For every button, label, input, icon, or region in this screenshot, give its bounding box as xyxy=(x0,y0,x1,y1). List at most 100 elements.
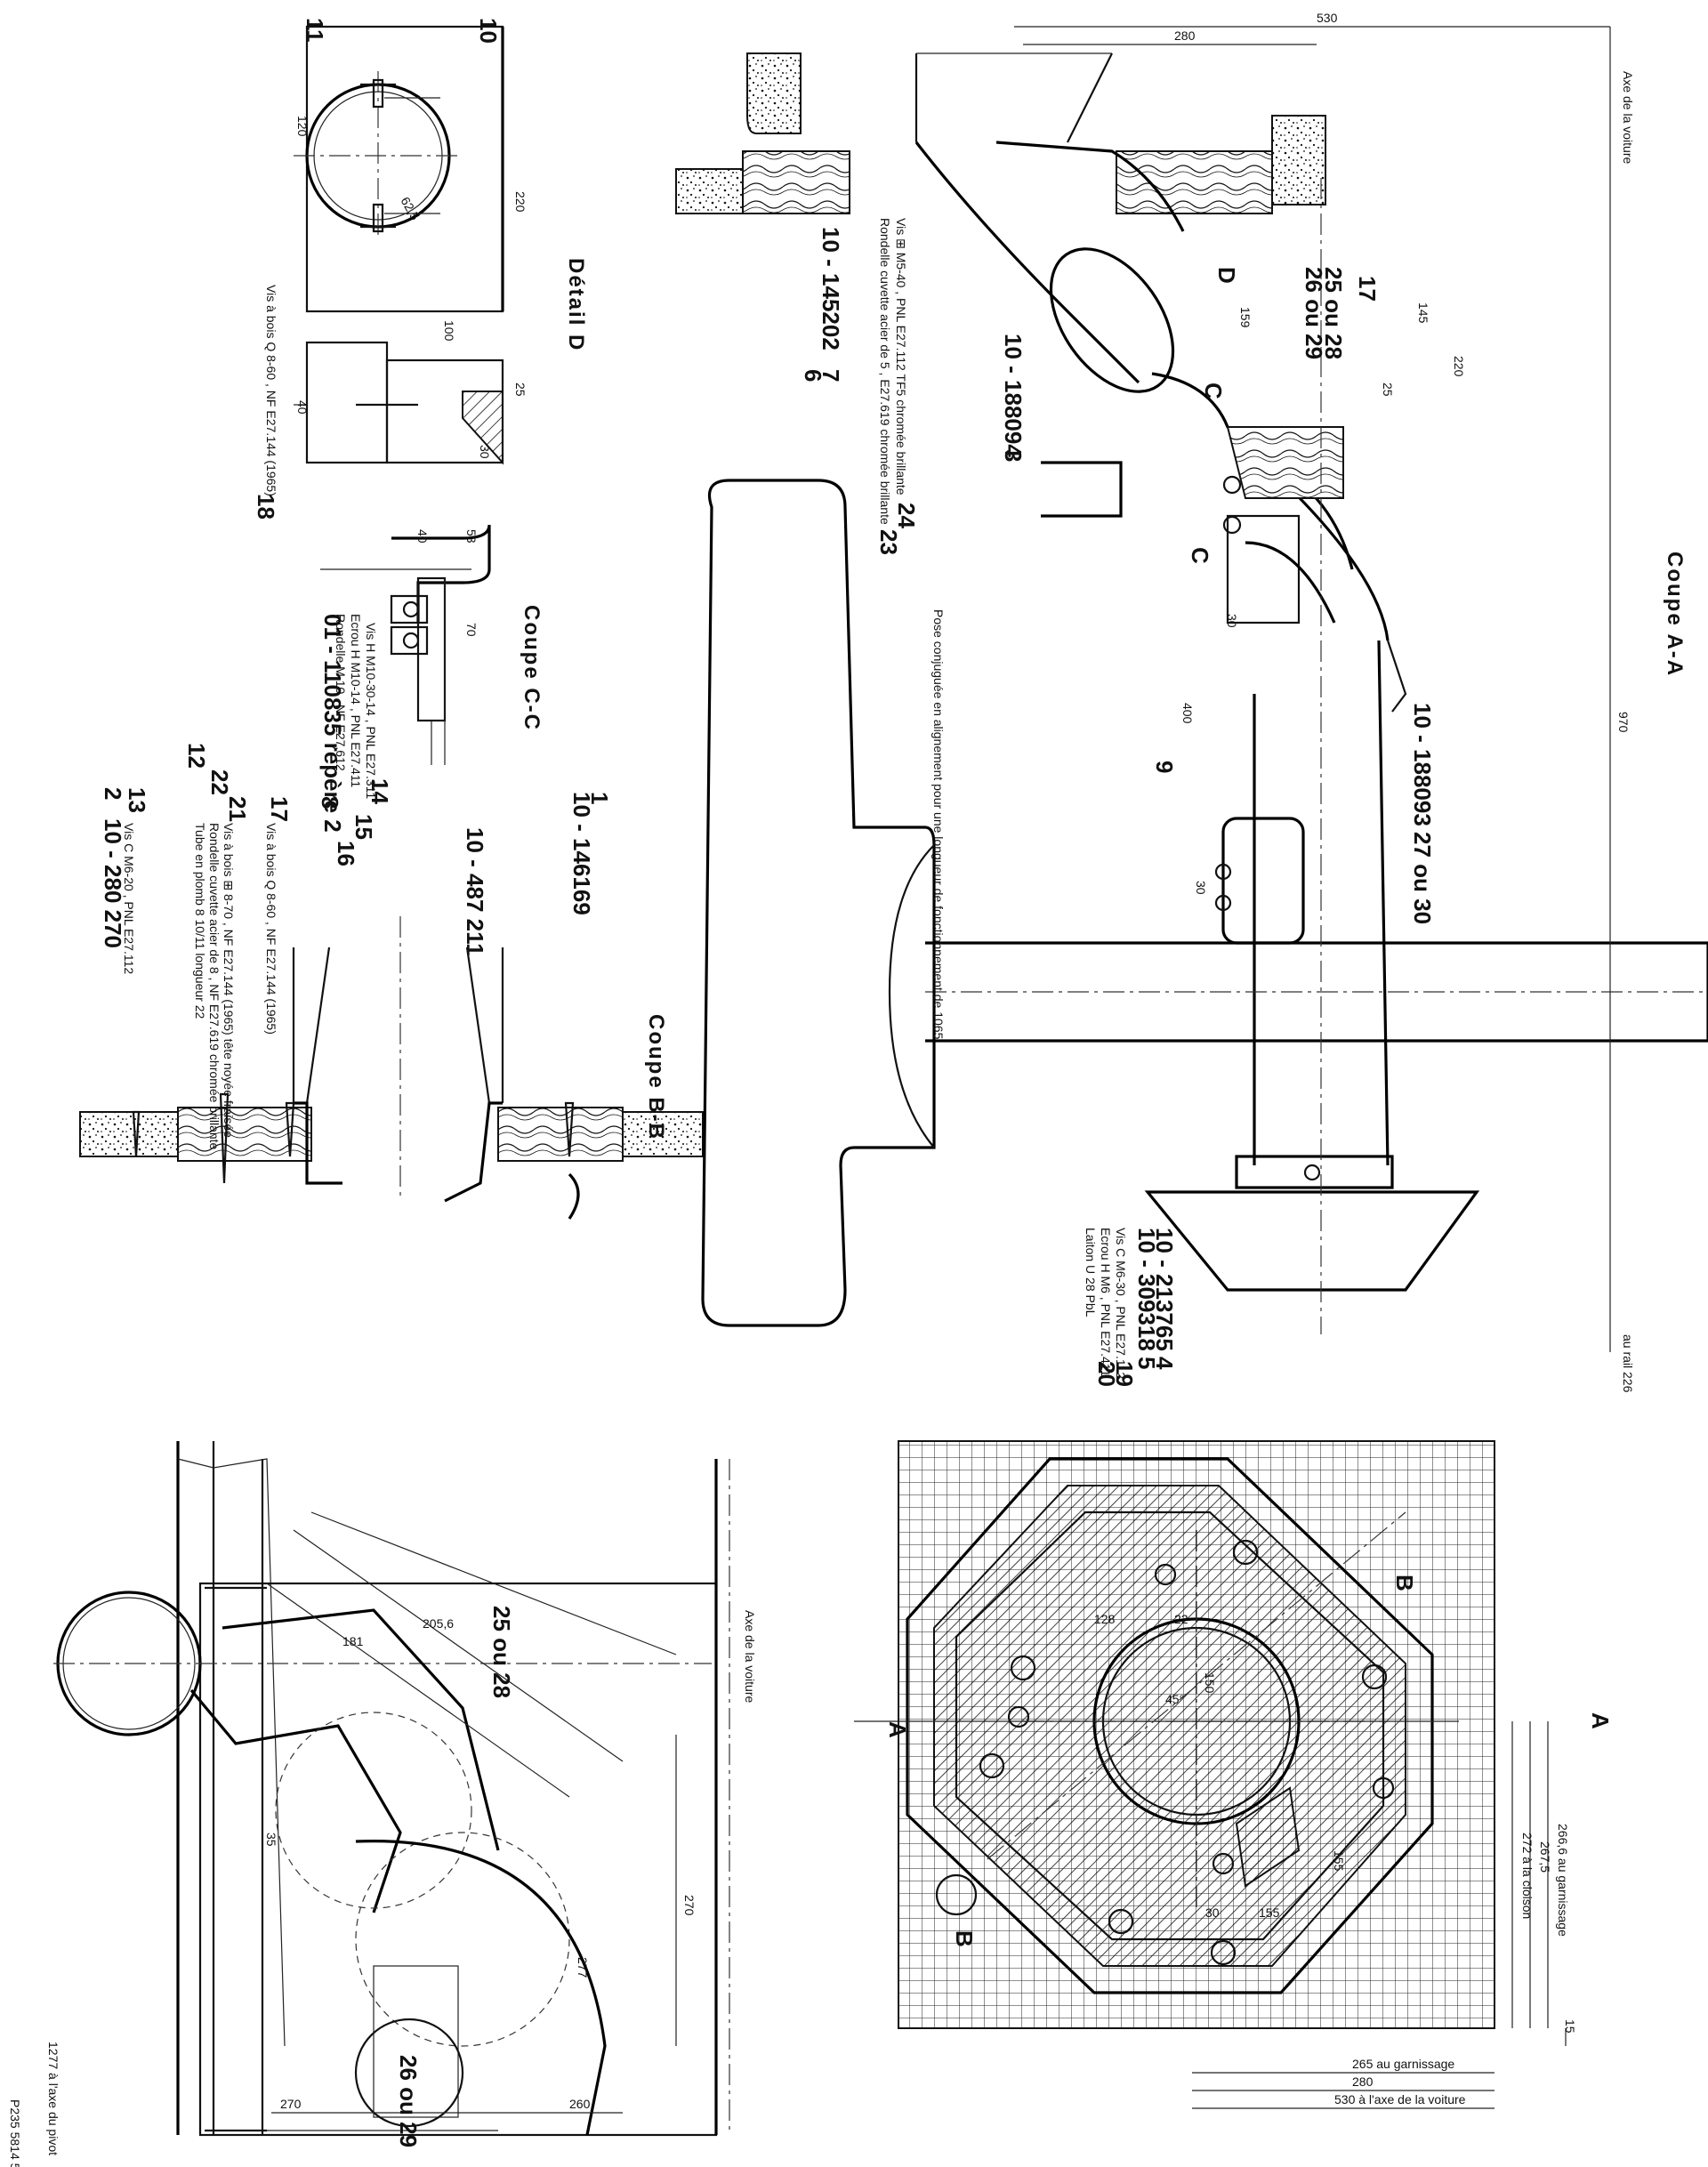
dim-260: 260 xyxy=(569,2097,591,2111)
note-tube-22: Tube en plomb 8 10/11 longueur 22 xyxy=(193,823,207,1019)
item-number-18: 18 xyxy=(253,494,279,520)
axe-voiture-top: Axe de la voiture xyxy=(1621,71,1635,164)
item-number-9: 9 xyxy=(1151,761,1178,773)
item-number-20: 20 xyxy=(1093,1361,1120,1387)
coupe-cc-title: Coupe C-C xyxy=(520,605,544,731)
item-number-23: 23 xyxy=(875,529,902,555)
note-vis-c-m6-30: Vis C M6-30 , PNL E27.112 xyxy=(1114,1228,1128,1379)
section-marker-c: C xyxy=(1200,383,1227,399)
item-number-22: 22 xyxy=(206,769,233,795)
note-rondelle-m5: Rondelle cuvette acier de 5 , E27.619 ch… xyxy=(878,218,892,525)
item-number-1: 1 xyxy=(586,792,613,804)
dim-40-cc: 40 xyxy=(415,529,430,544)
dim-150: 150 xyxy=(1203,1672,1217,1694)
item-number-11: 11 xyxy=(302,18,328,43)
item-number-6: 6 xyxy=(800,369,826,382)
item-number-21: 21 xyxy=(224,796,251,822)
item-number-24: 24 xyxy=(893,503,920,528)
dim-100: 100 xyxy=(442,320,456,342)
section-marker-a-right: A xyxy=(1587,1712,1614,1729)
dim-530: 530 xyxy=(1317,11,1338,25)
part-10-146169: 10 - 146169 xyxy=(568,792,595,915)
item-number-25-28-aa: 25 ou 28 xyxy=(1320,267,1347,359)
item-number-14: 14 xyxy=(367,778,393,804)
item-number-3: 3 xyxy=(1000,449,1027,462)
item-number-26-29-plan: 26 ou 29 xyxy=(395,2055,422,2147)
dim-145: 145 xyxy=(1416,302,1430,324)
dim-15: 15 xyxy=(1563,2019,1577,2034)
dim-128: 128 xyxy=(1094,1612,1116,1626)
note-vis-m5: Vis ⊞ M5-40 , PNL E27.112 TF5 chromée br… xyxy=(894,218,908,495)
item-number-17-bb: 17 xyxy=(266,796,293,822)
section-marker-b-top: B xyxy=(1391,1575,1418,1591)
part-10-188094: 10 - 188094 xyxy=(1000,334,1027,457)
part-10-188093: 10 - 188093 xyxy=(1409,703,1436,826)
item-number-17-aa: 17 xyxy=(1354,276,1381,302)
dim-277: 277 xyxy=(576,1957,590,1978)
item-number-25-28-plan: 25 ou 28 xyxy=(488,1606,515,1698)
coupe-aa-view xyxy=(675,26,1708,1352)
dim-280-bottom: 280 xyxy=(1352,2074,1374,2089)
note-vis-c-m6: Vis C M6-20 , PNL E27.112 xyxy=(122,823,136,974)
garnissage-265: 265 au garnissage xyxy=(1352,2057,1454,2071)
axe-530: 530 à l'axe de la voiture xyxy=(1334,2092,1466,2107)
dim-270-b: 270 xyxy=(280,2097,302,2111)
part-01-110835: 01 - 110835 repère 2 xyxy=(319,614,346,833)
detail-d-view xyxy=(294,25,504,465)
coupe-cc-view xyxy=(320,524,491,765)
part-10-309318: 10 - 309318 xyxy=(1133,1228,1160,1351)
item-number-10: 10 xyxy=(475,18,502,44)
dim-280: 280 xyxy=(1174,28,1196,43)
note-rondelle-21: Rondelle cuvette acier de 8 , NF E27.619… xyxy=(207,823,222,1150)
note-vis-bois-detail-d: Vis à bois Q 8-60 , NF E27.144 (1965) xyxy=(264,285,278,496)
item-number-16: 16 xyxy=(333,841,359,866)
item-number-12: 12 xyxy=(183,743,210,769)
dim-53: 53 xyxy=(464,529,479,544)
coupe-bb-title: Coupe B-B xyxy=(644,1014,668,1140)
item-number-7: 7 xyxy=(818,369,844,382)
dim-30-plate: 30 xyxy=(1205,1905,1220,1920)
section-marker-a-left: A xyxy=(884,1721,911,1738)
garnissage-266: 266,6 au garnissage xyxy=(1556,1824,1570,1937)
plan-view-bottom-left xyxy=(53,1441,730,2137)
dim-220-aa: 220 xyxy=(1452,356,1466,377)
dim-40: 40 xyxy=(295,400,310,415)
rail-226: au rail 226 xyxy=(1621,1334,1635,1393)
dim-155: 155 xyxy=(1332,1850,1346,1872)
dim-22: 22 xyxy=(1174,1612,1188,1626)
part-10-280270: 10 - 280 270 xyxy=(100,818,126,948)
note-coupe-nomen: Pose conjuguée en alignement pour une lo… xyxy=(931,609,946,1040)
part-10-213765: 10 - 213765 xyxy=(1151,1228,1178,1351)
dim-120: 120 xyxy=(295,116,310,137)
note-ecrou-h-m6: Ecrou H M6 , PNL E27.411 xyxy=(1099,1228,1113,1377)
item-number-4: 4 xyxy=(1151,1357,1178,1370)
note-vis-bois-bb: Vis à bois Q 8-60 , NF E27.144 (1965) xyxy=(264,823,278,1035)
item-number-26-29-aa: 26 ou 29 xyxy=(1301,267,1327,359)
dim-35: 35 xyxy=(264,1833,278,1847)
item-number-5: 5 xyxy=(1133,1357,1160,1369)
dim-270: 270 xyxy=(682,1895,697,1916)
dim-62-5: 62,5 xyxy=(398,195,423,223)
section-marker-c-cc: C xyxy=(1187,547,1213,564)
note-ecrou-h-m10: Ecrou H M10-14 , PNL E27.411 xyxy=(349,614,363,788)
item-number-13: 13 xyxy=(124,787,150,813)
note-vis-bois-21: Vis à bois ⊞ 8-70 , NF E27.144 (1965) tê… xyxy=(222,823,236,1138)
item-number-27-30: 27 ou 30 xyxy=(1409,832,1436,924)
note-vis-h-m10: Vis H M10-30-14 , PNL E27.311 xyxy=(364,623,378,799)
part-10-145202: 10 - 145202 xyxy=(818,227,844,350)
coupe-aa-title: Coupe A-A xyxy=(1663,552,1687,677)
item-number-2: 2 xyxy=(100,787,126,800)
note-laiton: Laiton U 28 PbL xyxy=(1084,1228,1098,1317)
item-number-19: 19 xyxy=(1111,1361,1138,1387)
dim-267-5: 267,5 xyxy=(1538,1841,1552,1873)
section-marker-b-bottom: B xyxy=(951,1930,978,1947)
dim-400: 400 xyxy=(1180,703,1195,724)
dim-30-aa: 30 xyxy=(1225,614,1239,628)
axe-voiture-plan: Axe de la voiture xyxy=(743,1610,757,1703)
dim-25-aa: 25 xyxy=(1381,383,1395,397)
dim-155-b: 155 xyxy=(1259,1905,1280,1920)
dim-25: 25 xyxy=(513,383,528,397)
dim-45-deg: 45° xyxy=(1165,1692,1184,1706)
bogie-1277: 1277 à l'axe du pivot xyxy=(46,2042,60,2155)
